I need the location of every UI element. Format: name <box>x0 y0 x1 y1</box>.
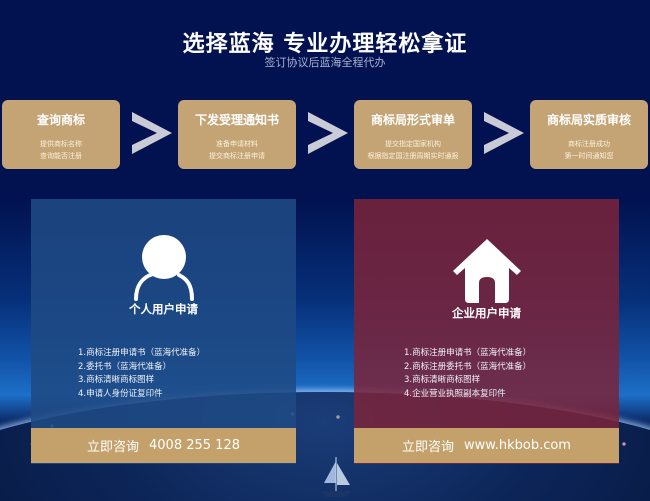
panel-business-application: 企业用户申请 1.商标注册申请书（蓝海代准备） 2.商标注册委托书（蓝海代准备）… <box>354 199 619 464</box>
required-documents-list: 1.商标注册申请书（蓝海代准备） 2.委托书（蓝海代准备） 3.商标清晰商标图样… <box>78 347 205 401</box>
step-acceptance-notice: 下发受理通知书 准备申请材料 提交商标注册申请 <box>178 100 296 169</box>
consult-website: www.hkbob.com <box>464 438 571 453</box>
step-query-trademark: 查询商标 提供商标名称 查询能否注册 <box>2 100 120 169</box>
chevron-right-icon <box>484 112 524 154</box>
step-line: 提供商标名称 <box>40 140 82 148</box>
panel-title: 个人用户申请 <box>129 302 198 316</box>
list-item: 2.商标注册委托书（蓝海代准备） <box>404 361 532 372</box>
step-line: 准备申请材料 <box>216 140 258 148</box>
step-line: 根据指定国注册周期实时通报 <box>367 152 459 160</box>
step-formal-review: 商标局形式审单 提交指定国家机构 根据指定国注册周期实时通报 <box>354 100 472 169</box>
list-item: 4.企业营业执照副本复印件 <box>404 388 506 399</box>
home-icon-wrap <box>354 237 619 303</box>
list-item: 3.商标清晰商标图样 <box>404 375 481 385</box>
required-documents-list: 1.商标注册申请书（蓝海代准备） 2.商标注册委托书（蓝海代准备） 3.商标清晰… <box>404 347 531 401</box>
home-icon <box>452 239 521 303</box>
list-item: 1.商标注册申请书（蓝海代准备） <box>404 348 532 358</box>
list-item: 2.委托书（蓝海代准备） <box>78 361 172 372</box>
consult-website-button[interactable]: 立即咨询 www.hkbob.com <box>354 428 619 463</box>
list-item: 4.申请人身份证复印件 <box>78 388 163 399</box>
panel-title: 企业用户申请 <box>452 306 521 320</box>
step-line: 商标注册成功 <box>568 140 610 148</box>
chevron-right-icon <box>132 112 172 154</box>
step-title: 查询商标 <box>36 113 85 127</box>
page-subtitle: 签订协议后蓝海全程代办 <box>264 56 386 69</box>
step-title: 商标局实质审核 <box>546 113 631 127</box>
user-icon-wrap <box>31 235 296 301</box>
user-icon <box>133 235 194 301</box>
chevron-right-icon <box>308 112 348 154</box>
step-line: 提交指定国家机构 <box>385 140 441 148</box>
step-substantive-review: 商标局实质审核 商标注册成功 第一时间通知您 <box>530 100 648 169</box>
step-line: 查询能否注册 <box>40 152 82 160</box>
list-item: 1.商标注册申请书（蓝海代准备） <box>78 348 206 358</box>
sailboat-image <box>322 457 352 497</box>
step-line: 第一时间通知您 <box>564 152 614 160</box>
consult-label: 立即咨询 <box>87 440 140 455</box>
page-title: 选择蓝海 专业办理轻松拿证 <box>182 32 468 57</box>
step-line: 提交商标注册申请 <box>209 152 265 160</box>
consult-label: 立即咨询 <box>402 440 455 455</box>
consult-phone: 4008 255 128 <box>149 438 240 453</box>
panel-personal-application: 个人用户申请 1.商标注册申请书（蓝海代准备） 2.委托书（蓝海代准备） 3.商… <box>31 199 296 464</box>
list-item: 3.商标清晰商标图样 <box>78 375 155 385</box>
step-title: 下发受理通知书 <box>194 113 279 127</box>
step-title: 商标局形式审单 <box>370 113 455 127</box>
consult-phone-button[interactable]: 立即咨询 4008 255 128 <box>31 428 296 463</box>
